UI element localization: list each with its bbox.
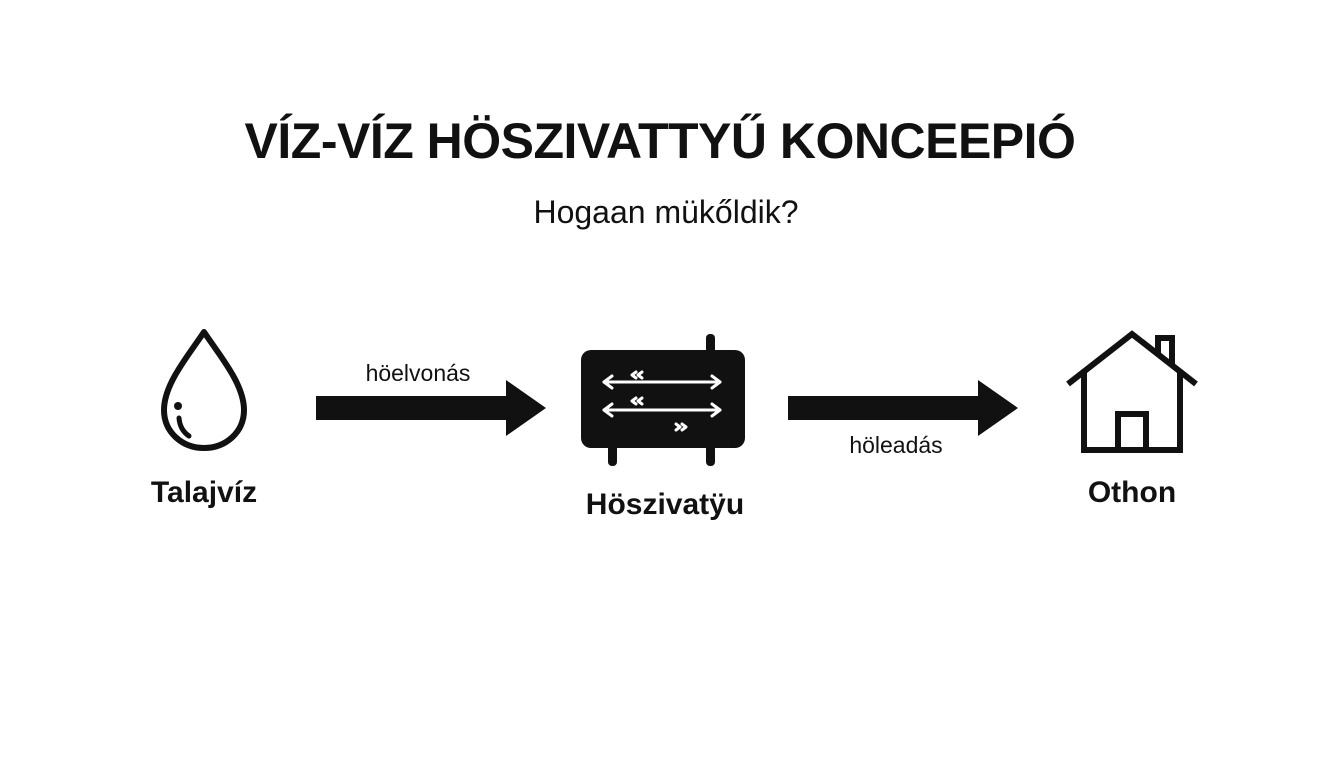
- house-icon: [1066, 330, 1198, 453]
- heat-exchanger-icon: [581, 334, 745, 466]
- node-label-source: Talajvíz: [150, 476, 258, 509]
- arrow-right-icon: [788, 380, 1018, 436]
- diagram-subtitle: Hogaan mükőldik?: [533, 194, 799, 230]
- arrow-right-icon: [316, 380, 546, 436]
- edge-label-heat-extraction: höelvonás: [365, 360, 471, 386]
- diagram-title: VÍZ-VÍZ HÖSZIVATTYŰ KONCEEPIÓ: [244, 113, 1076, 169]
- node-label-home: Othon: [1087, 476, 1177, 509]
- node-label-pump: Höszivatÿu: [585, 488, 745, 521]
- edge-label-heat-release: höleadás: [849, 432, 943, 458]
- water-drop-icon: [161, 329, 247, 451]
